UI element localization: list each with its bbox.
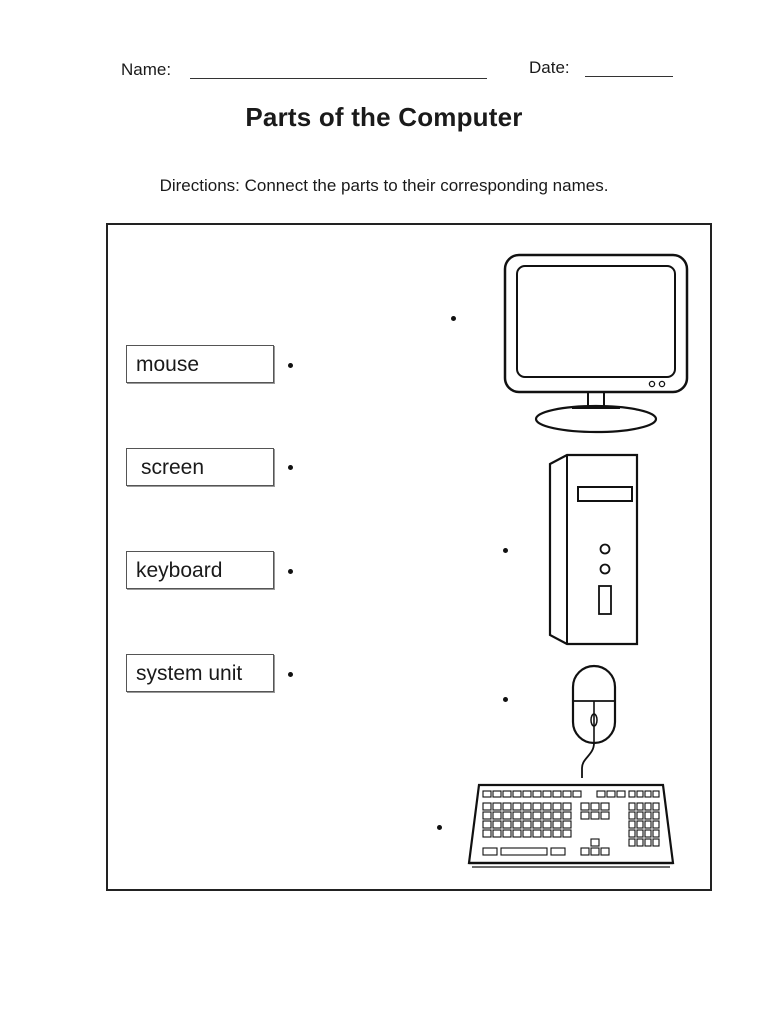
connector-dot-system-unit-picture[interactable] [503, 548, 508, 553]
connector-dot-mouse-picture[interactable] [503, 697, 508, 702]
connector-dot-system-unit[interactable] [288, 672, 293, 677]
date-line[interactable] [585, 76, 673, 77]
connector-dot-keyboard[interactable] [288, 569, 293, 574]
name-label: Name: [121, 60, 172, 79]
word-box-screen: screen [126, 448, 274, 486]
connector-dot-mouse[interactable] [288, 363, 293, 368]
connector-dot-keyboard-picture[interactable] [437, 825, 442, 830]
word-box-keyboard: keyboard [126, 551, 274, 589]
connector-dot-screen[interactable] [288, 465, 293, 470]
date-label: Date: [529, 58, 570, 77]
monitor-icon [503, 253, 689, 434]
directions-text: Directions: Connect the parts to their c… [159, 176, 609, 195]
system-unit-icon [548, 453, 639, 646]
word-box-mouse: mouse [126, 345, 274, 383]
exercise-frame [106, 223, 712, 891]
mouse-icon [571, 664, 617, 778]
name-line[interactable] [190, 78, 487, 79]
keyboard-icon [467, 783, 675, 868]
page-title: Parts of the Computer [245, 102, 523, 132]
word-box-system-unit: system unit [126, 654, 274, 692]
connector-dot-monitor[interactable] [451, 316, 456, 321]
